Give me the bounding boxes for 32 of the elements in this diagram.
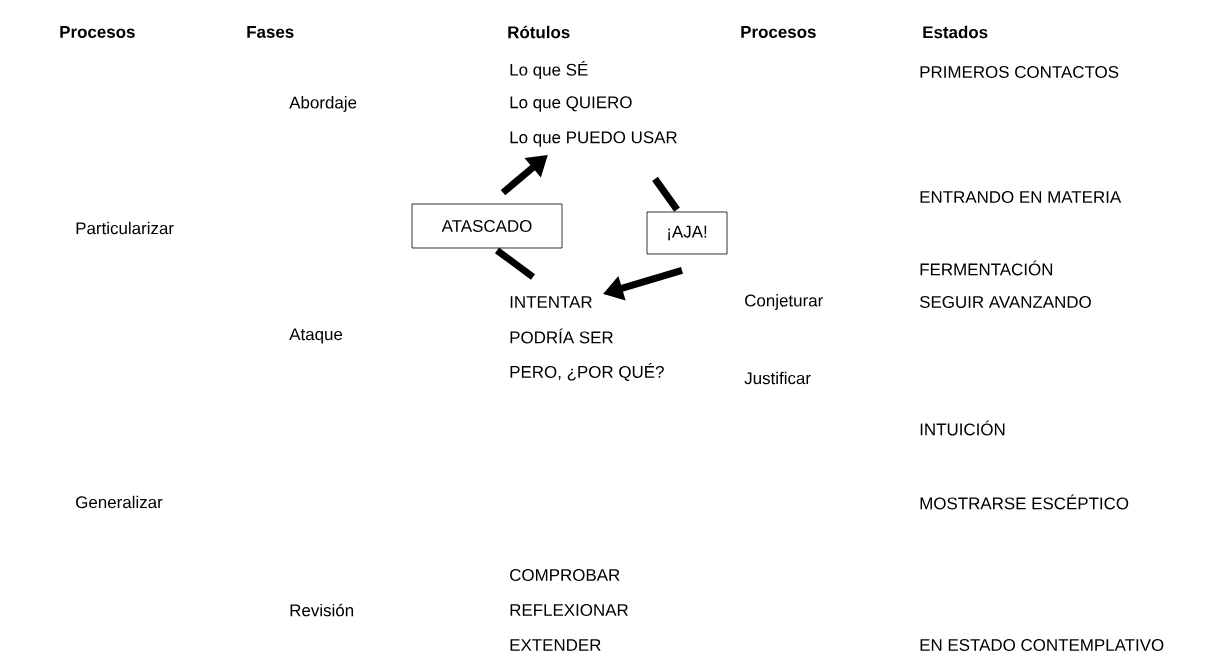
connector-bar [494,247,536,280]
connector-bar [652,176,680,212]
label-text: EN ESTADO CONTEMPLATIVO [920,639,1164,651]
label-text: Generalizar [76,495,163,509]
column-header: Estados [923,25,988,39]
label-text: Lo que QUIERO [510,96,632,112]
label-text: FERMENTACIÓN [920,260,1053,276]
label-text: PERO, ¿POR QUÉ? [510,363,664,381]
label-text: PRIMEROS CONTACTOS [920,66,1119,78]
label-text: Justificar [744,371,811,385]
column-header: Procesos [741,26,816,38]
label-text: Abordaje [289,96,357,112]
label-text: Revisión [290,603,354,617]
label-box: ¡AJA! [646,211,728,255]
label-text: Ataque [289,328,343,344]
label-text: PODRÍA SER [510,328,613,344]
column-header: Procesos [60,26,135,38]
label-text: EXTENDER [510,639,601,651]
label-text: COMPROBAR [510,569,620,581]
label-text: INTUICIÓN [920,420,1005,436]
label-text: ENTRANDO EN MATERIA [920,191,1122,203]
label-text: MOSTRARSE ESCÉPTICO [920,494,1129,510]
label-box: ATASCADO [411,203,563,249]
label-text: INTENTAR [510,296,592,308]
label-text: SEGUIR AVANZANDO [919,296,1091,308]
label-text: Conjeturar [745,294,823,310]
label-text: Particularizar [76,221,174,235]
label-text: REFLEXIONAR [510,604,628,616]
column-header: Fases [247,26,294,38]
label-text: Lo que SÉ [510,60,588,80]
column-header: Rótulos [508,25,570,39]
label-text: Lo que PUEDO USAR [510,131,677,147]
